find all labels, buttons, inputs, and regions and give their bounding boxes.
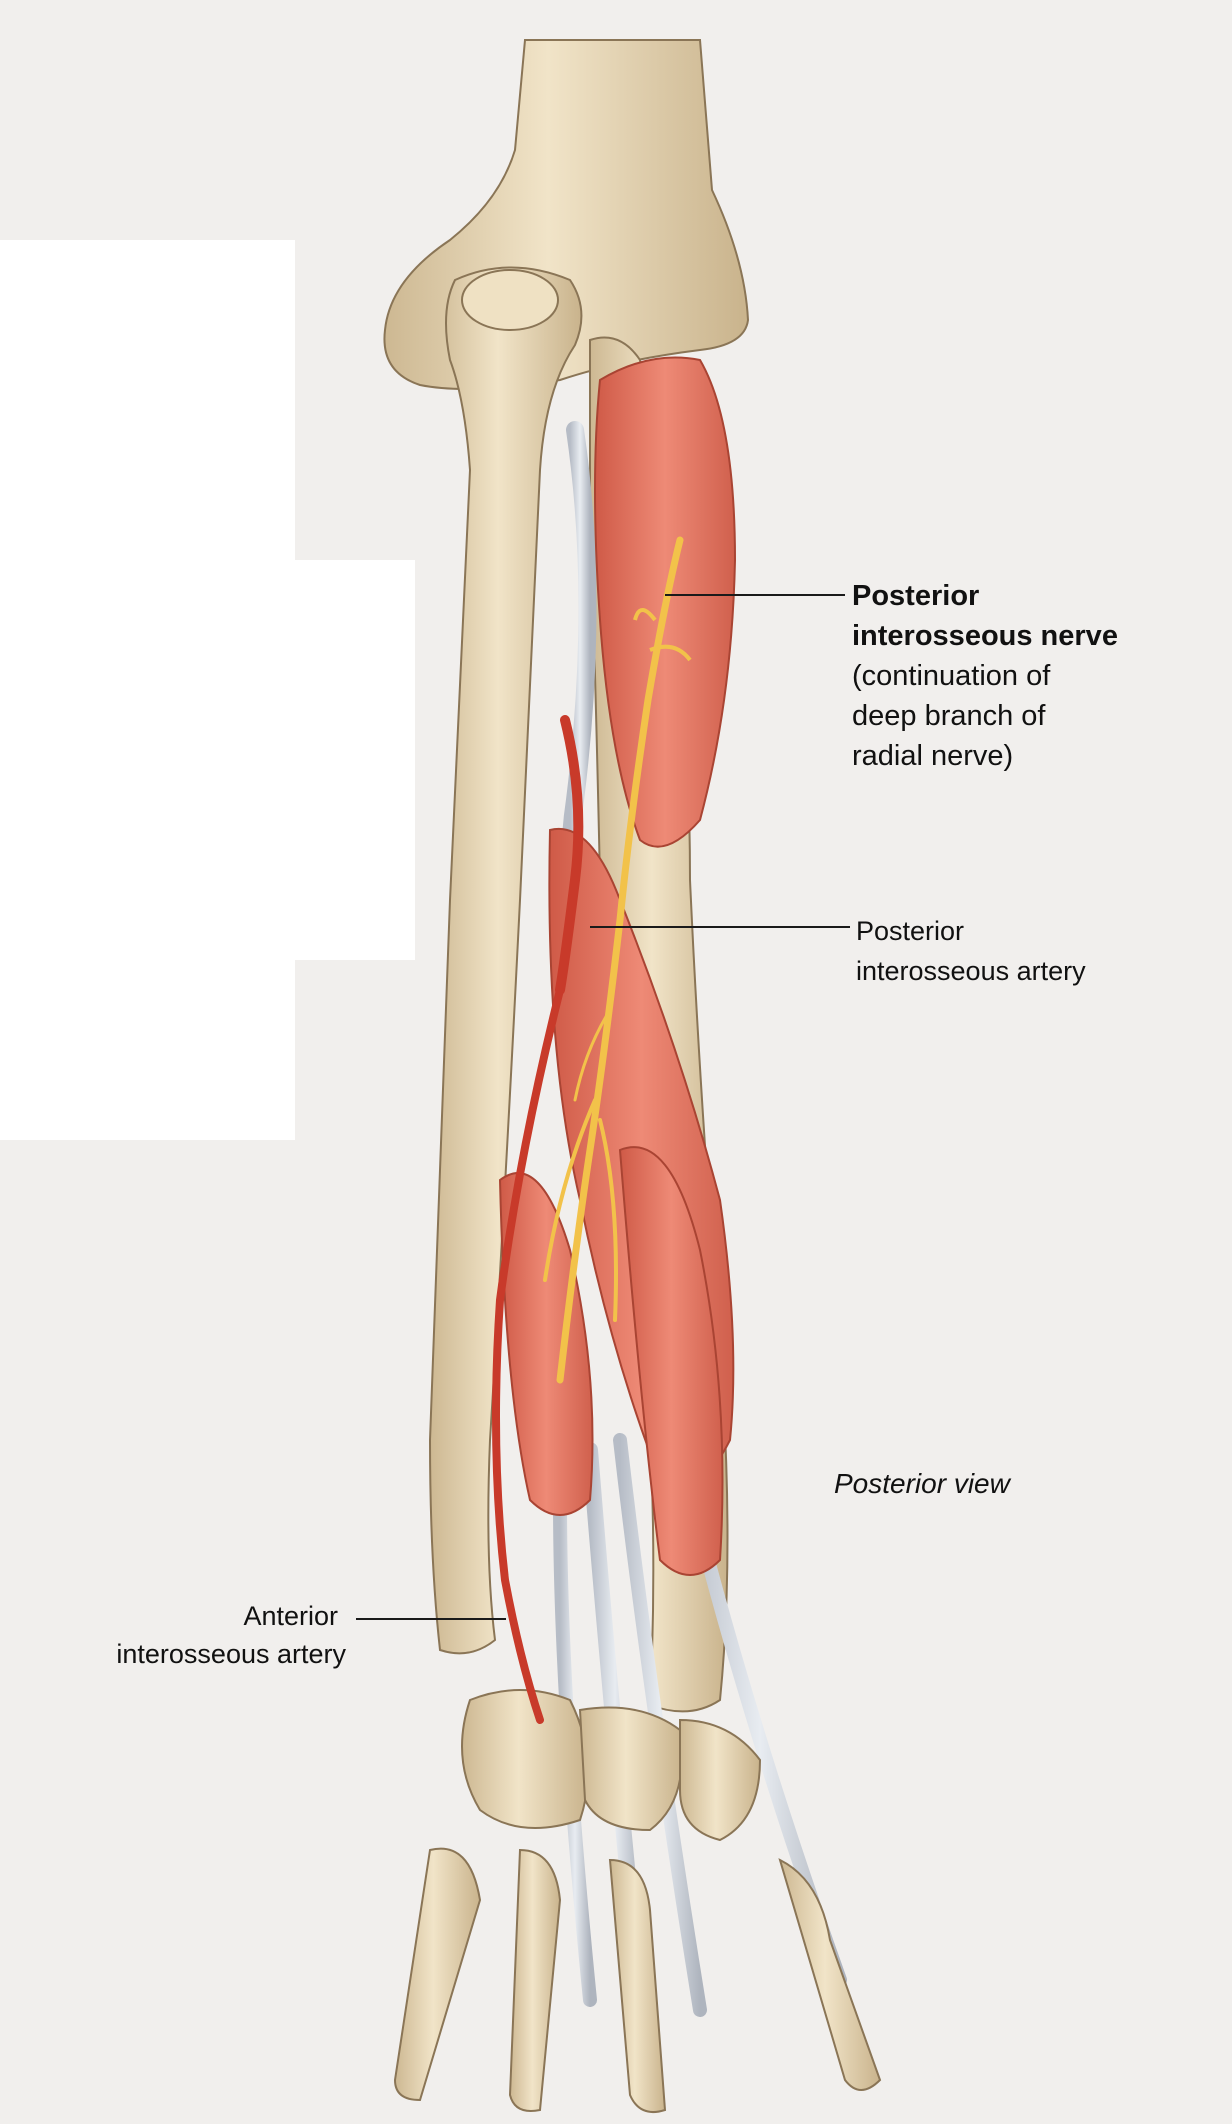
label-pin-note-line1: (continuation of — [852, 660, 1051, 692]
anterior-interosseous-artery — [492, 986, 564, 1724]
label-aia-line2: interosseous artery — [116, 1639, 346, 1669]
mask-panel-bottom — [0, 960, 295, 1140]
ulna — [428, 266, 583, 1655]
leader-line-posterior-interosseous-artery — [590, 926, 850, 928]
label-pin-note-line2: deep branch of — [852, 700, 1046, 732]
label-pin-note-line3: radial nerve) — [852, 740, 1014, 772]
posterior-interosseous-artery — [555, 715, 584, 995]
leader-line-posterior-interosseous-nerve — [665, 594, 845, 596]
label-pia-line1: Posterior — [856, 916, 965, 946]
carpal-bones — [393, 1689, 882, 2114]
label-pia-line2: interosseous artery — [856, 956, 1086, 986]
mask-panel-top — [0, 240, 295, 560]
label-posterior-interosseous-artery: Posterior interosseous artery — [856, 911, 1086, 991]
label-pin-title-line2: interosseous nerve — [852, 620, 1118, 652]
label-posterior-interosseous-nerve: Posterior interosseous nerve (continuati… — [852, 576, 1118, 776]
posterior-interosseous-nerve — [543, 536, 692, 1384]
label-aia-line1: Anterior — [243, 1601, 338, 1631]
label-anterior-interosseous-artery: Anterior interosseous artery — [64, 1597, 346, 1673]
mask-panel-middle — [0, 560, 415, 960]
view-caption: Posterior view — [834, 1468, 1010, 1499]
leader-line-anterior-interosseous-artery — [356, 1618, 506, 1620]
deep-extensor-muscles — [498, 827, 735, 1576]
label-pin-title-line1: Posterior — [852, 580, 980, 612]
